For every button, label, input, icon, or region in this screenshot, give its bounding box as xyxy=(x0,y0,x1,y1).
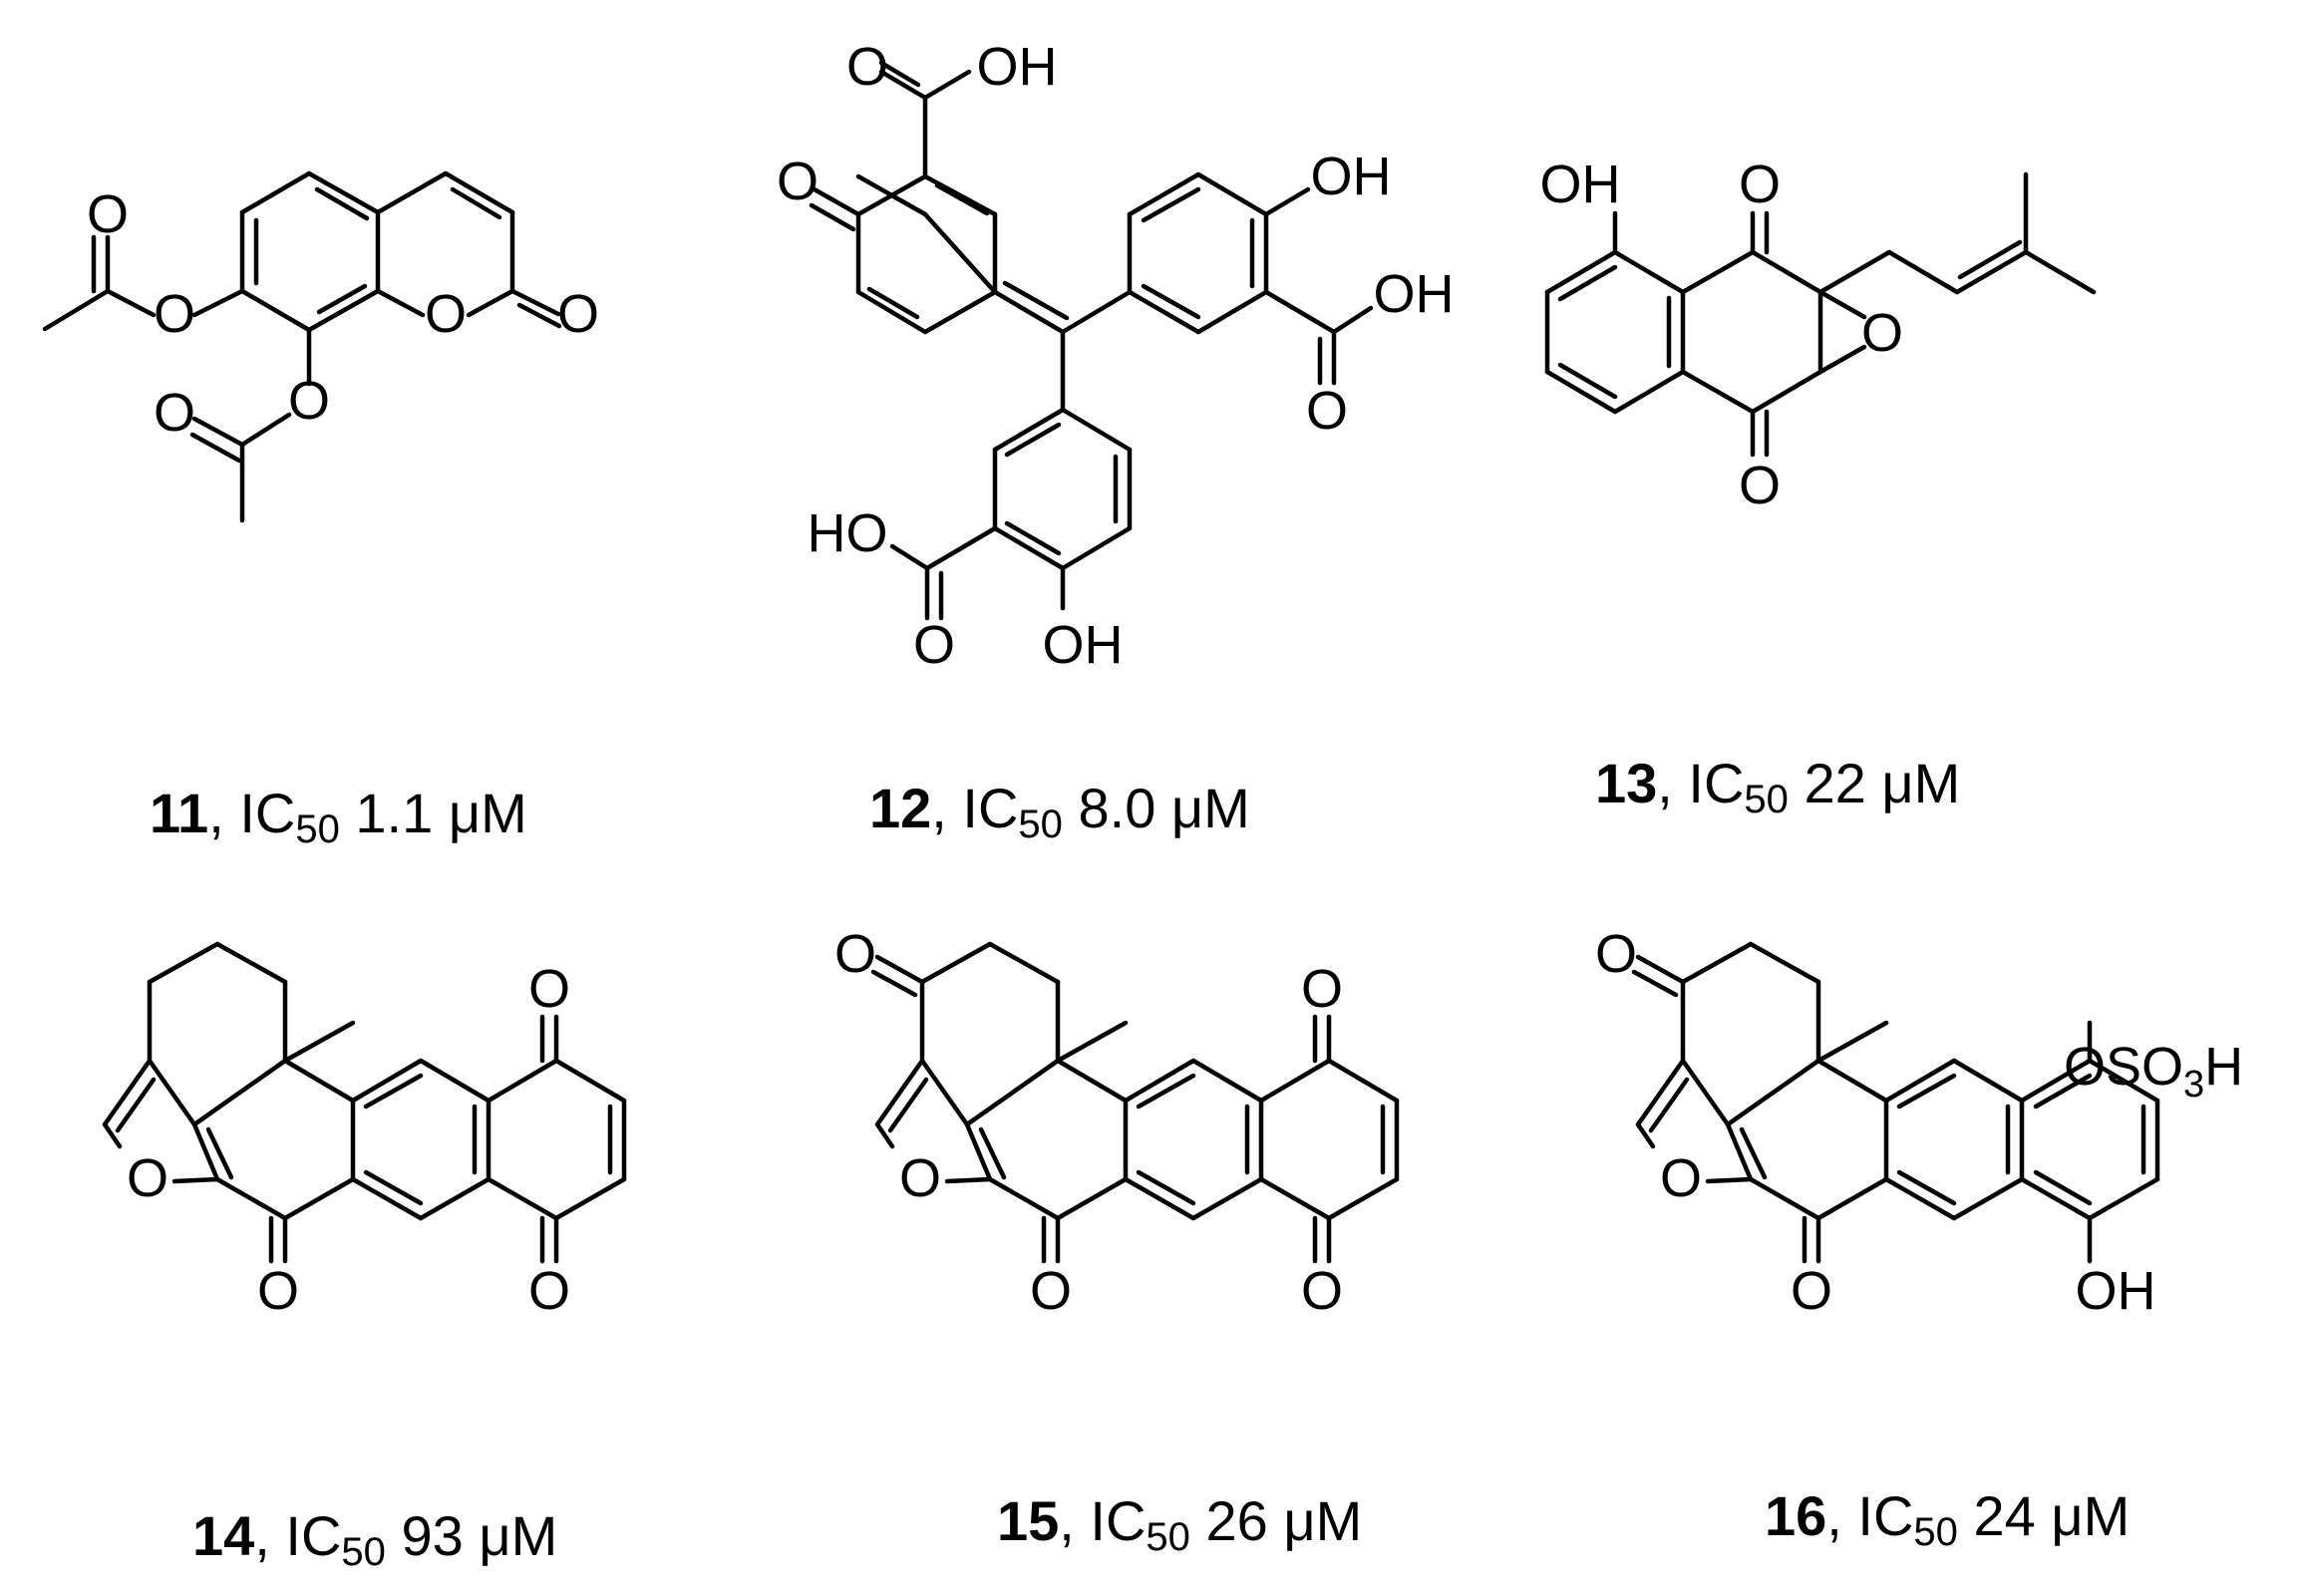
atom-O: O xyxy=(777,152,819,211)
caption-14: 14, IC50 93 μM xyxy=(192,1504,557,1574)
atom-O: O xyxy=(1301,959,1343,1019)
caption-12: 12, IC50 8.0 μM xyxy=(869,777,1250,846)
atom-O: O xyxy=(288,371,330,431)
atom-O: O xyxy=(425,284,467,344)
atom-O: O xyxy=(154,284,195,344)
atom-O: O xyxy=(557,284,599,344)
caption-16: 16, IC50 24 μM xyxy=(1765,1484,2130,1554)
atom-OH: OH xyxy=(1374,264,1455,324)
atom-O: O xyxy=(899,1148,941,1208)
atom-O: O xyxy=(1739,155,1781,214)
atom-O: O xyxy=(528,1261,570,1321)
atom-O: O xyxy=(834,924,876,984)
atom-HO: HO xyxy=(808,503,888,563)
atom-O: O xyxy=(1595,924,1637,984)
atom-OH: OH xyxy=(977,37,1058,97)
atom-OH: OH xyxy=(1540,155,1621,214)
structure-12: O OH O OH OH O HO O OH xyxy=(777,37,1455,675)
structure-16: O O O OSO3H OH xyxy=(1595,924,2243,1321)
atom-O: O xyxy=(1030,1261,1072,1321)
atom-O: O xyxy=(1306,381,1348,441)
structure-14: O O O O xyxy=(102,941,627,1321)
atom-O: O xyxy=(1739,456,1781,515)
atom-OH: OH xyxy=(1043,615,1124,675)
atom-O: O xyxy=(87,184,129,244)
atom-OH: OH xyxy=(1311,147,1392,206)
atom-OH: OH xyxy=(2076,1261,2156,1321)
atom-O: O xyxy=(528,959,570,1019)
structure-15: O O O O O xyxy=(834,924,1400,1321)
atom-O: O xyxy=(257,1261,299,1321)
atom-OSO3H: OSO3H xyxy=(2064,1037,2243,1106)
atom-O: O xyxy=(846,37,888,97)
caption-11: 11, IC50 1.1 μM xyxy=(150,782,527,851)
atom-O: O xyxy=(1791,1261,1832,1321)
caption-15: 15, IC50 26 μM xyxy=(997,1489,1362,1559)
structure-13: OH O O O xyxy=(1540,155,2097,515)
caption-13: 13, IC50 22 μM xyxy=(1595,752,1960,821)
atom-O: O xyxy=(154,383,195,443)
atom-O: O xyxy=(1301,1261,1343,1321)
structure-11: O O O O O O xyxy=(42,170,599,523)
atom-O: O xyxy=(913,615,955,675)
atom-O: O xyxy=(127,1148,168,1208)
atom-O: O xyxy=(1660,1148,1702,1208)
atom-O: O xyxy=(1861,303,1903,363)
